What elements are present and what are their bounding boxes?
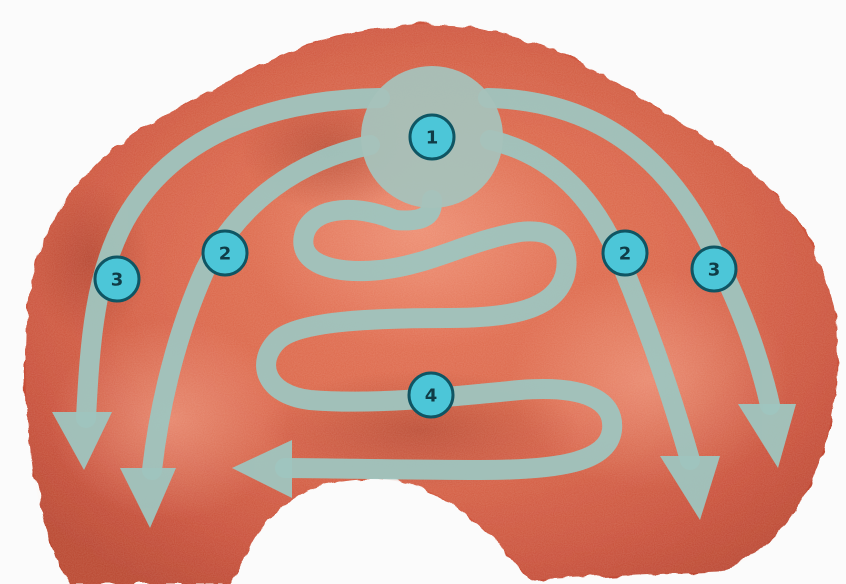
badge-2-left: 2 — [203, 231, 247, 275]
badge-4-label: 4 — [425, 386, 438, 407]
badge-2-left-label: 2 — [219, 244, 232, 265]
badge-2-right: 2 — [603, 231, 647, 275]
badge-1-label: 1 — [426, 128, 439, 149]
badge-3-left-label: 3 — [111, 270, 124, 291]
badge-3-right: 3 — [692, 247, 736, 291]
badge-2-right-label: 2 — [619, 244, 632, 265]
badge-3-left: 3 — [95, 257, 139, 301]
badge-3-right-label: 3 — [708, 260, 721, 281]
badge-4: 4 — [409, 373, 453, 417]
badge-1: 1 — [410, 115, 454, 159]
